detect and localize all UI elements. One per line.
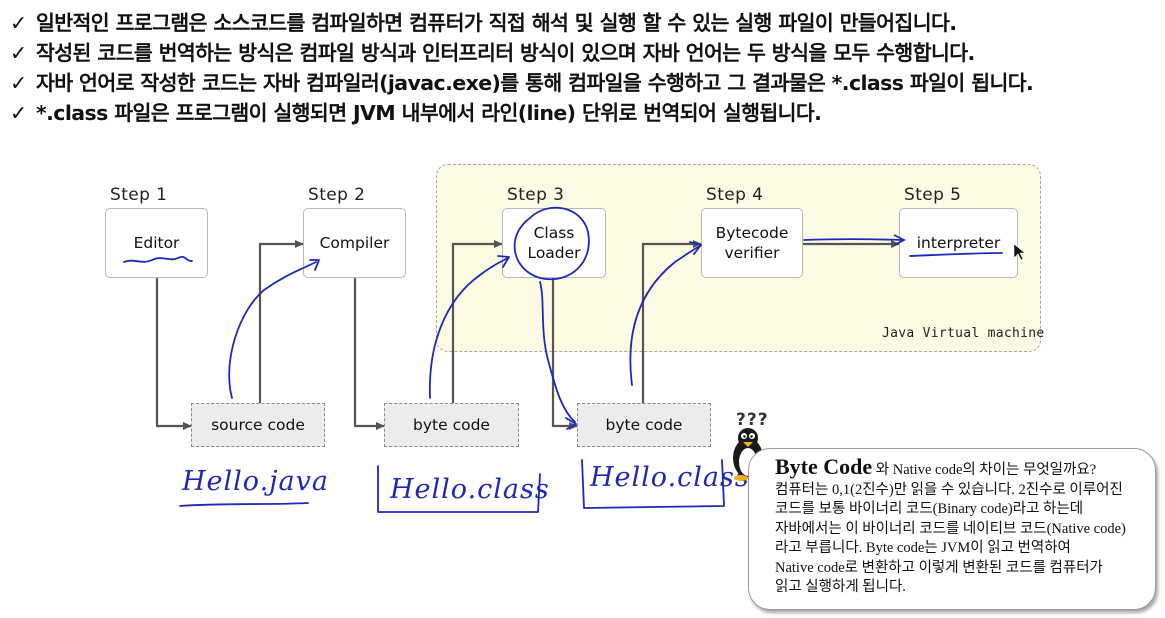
editor-box: Editor — [105, 208, 208, 278]
byte-code-label-1: byte code — [413, 416, 490, 434]
bullet-list: ✓ 일반적인 프로그램은 소스코드를 컴파일하면 컴퓨터가 직접 해석 및 실행 … — [10, 8, 1160, 128]
arrow-source-to-compiler — [258, 240, 304, 403]
callout-line: 컴퓨터는 0,1(2진수)만 읽을 수 있습니다. 2진수로 이루어진 — [775, 481, 1123, 498]
verifier-label-line1: Bytecode — [715, 224, 789, 242]
step-1-label: Step 1 — [110, 185, 168, 205]
arrow-loader-to-bytecode — [551, 278, 578, 430]
byte-code-callout: Byte Code 와 Native code의 차이는 무엇일까요? 컴퓨터는… — [748, 448, 1156, 610]
bullet-text: 자바 언어로 작성한 코드는 자바 컴파일러(javac.exe)를 통해 컴파… — [36, 71, 1034, 95]
bullet-item: ✓ 작성된 코드를 번역하는 방식은 컴파일 방식과 인터프리터 방식이 있으며 … — [10, 38, 1160, 68]
callout-heading: Byte Code 와 Native code의 차이는 무엇일까요? — [775, 454, 1145, 481]
editor-label: Editor — [133, 234, 180, 252]
callout-line: Native code로 변환하고 이렇게 변환된 코드를 컴퓨터가 — [775, 559, 1103, 576]
bullet-item: ✓ *.class 파일은 프로그램이 실행되면 JVM 내부에서 라인(line… — [10, 98, 1160, 128]
jvm-label: Java Virtual machine — [882, 326, 1045, 341]
check-icon: ✓ — [10, 101, 27, 125]
byte-code-box-1: byte code — [384, 403, 519, 447]
step-5-label: Step 5 — [904, 185, 962, 205]
pen-underline-hello-java — [179, 502, 309, 507]
byte-code-box-2: byte code — [577, 403, 711, 447]
arrow-compiler-to-bytecode — [353, 278, 385, 430]
step-4-label: Step 4 — [706, 185, 764, 205]
pen-arrowhead-verifier — [689, 241, 702, 255]
pen-underline-editor — [123, 256, 193, 263]
source-code-label: source code — [211, 416, 305, 434]
question-marks: ??? — [736, 410, 769, 430]
bullet-text: *.class 파일은 프로그램이 실행되면 JVM 내부에서 라인(line)… — [36, 101, 822, 125]
pen-arrowhead-interpreter — [893, 234, 907, 246]
pen-scribble-loader — [539, 281, 576, 423]
pen-box-hello-class-2 — [581, 459, 725, 509]
interpreter-box: interpreter — [899, 208, 1018, 278]
step-2-label: Step 2 — [308, 185, 366, 205]
handwritten-hello-class-1: Hello.class — [390, 474, 550, 505]
pen-arrowhead-compiler — [309, 259, 320, 271]
bullet-item: ✓ 일반적인 프로그램은 소스코드를 컴파일하면 컴퓨터가 직접 해석 및 실행 … — [10, 8, 1160, 38]
check-icon: ✓ — [10, 11, 27, 35]
callout-line: 라고 부릅니다. Byte code는 JVM이 읽고 번역하여 — [775, 540, 1071, 556]
pen-arrowhead-loader — [497, 255, 510, 268]
bytecode-verifier-box: Bytecode verifier — [701, 208, 803, 278]
pen-curve-source-compiler — [228, 261, 317, 399]
callout-heading-rest: 와 Native code의 차이는 무엇일까요? — [872, 462, 1097, 478]
check-icon: ✓ — [10, 71, 27, 95]
pen-underline-interpreter — [909, 252, 1003, 257]
class-loader-label-line2: Loader — [527, 244, 581, 262]
pen-box-hello-class-1 — [377, 465, 541, 513]
arrow-bytecode-to-verifier — [641, 240, 702, 403]
pen-curve-to-loader — [428, 257, 509, 399]
callout-line: 코드를 보통 바이너리 코드(Binary code)라고 하는데 — [775, 501, 1084, 517]
pen-arrowhead-loader-down — [565, 417, 577, 430]
byte-code-label-2: byte code — [605, 416, 683, 434]
bullet-text: 작성된 코드를 번역하는 방식은 컴파일 방식과 인터프리터 방식이 있으며 자… — [36, 41, 975, 65]
pen-line-verifier-interpreter — [803, 238, 903, 241]
compiler-label: Compiler — [319, 234, 390, 252]
callout-line: 자바에서는 이 바이너리 코드를 네이티브 코드(Native code) — [775, 520, 1126, 537]
check-icon: ✓ — [10, 41, 27, 65]
verifier-label-line2: verifier — [724, 244, 780, 262]
handwritten-hello-java: Hello.java — [182, 466, 329, 497]
pen-curve-to-verifier — [629, 245, 701, 386]
bullet-text: 일반적인 프로그램은 소스코드를 컴파일하면 컴퓨터가 직접 해석 및 실행 할… — [36, 11, 957, 35]
callout-line: 읽고 실행하게 됩니다. — [775, 579, 906, 595]
interpreter-label: interpreter — [916, 234, 1001, 252]
cursor-icon — [1013, 243, 1026, 261]
arrow-editor-to-source — [155, 278, 192, 430]
source-code-box: source code — [191, 403, 325, 447]
step-3-label: Step 3 — [507, 185, 565, 205]
pen-circle-loader — [513, 206, 590, 281]
bullet-item: ✓ 자바 언어로 작성한 코드는 자바 컴파일러(javac.exe)를 통해 컴… — [10, 68, 1160, 98]
arrow-bytecode-to-loader — [451, 240, 503, 403]
class-loader-label-line1: Class — [533, 224, 575, 242]
compiler-box: Compiler — [303, 208, 406, 278]
callout-title: Byte Code — [775, 454, 873, 479]
